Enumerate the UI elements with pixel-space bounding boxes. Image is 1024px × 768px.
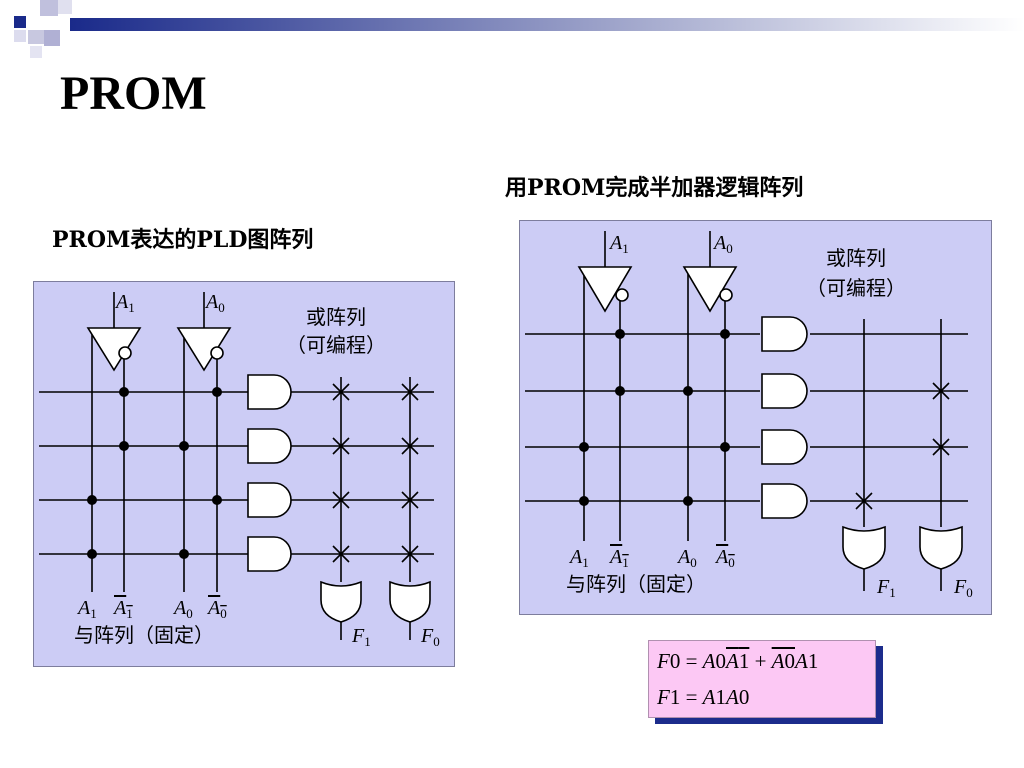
left-output-f1: F1 [351, 625, 371, 649]
half-adder-formulas: F0 = A0A1 + A0A1 F1 = A1A0 [648, 640, 876, 718]
right-output-f1: F1 [876, 576, 896, 600]
right-input-label-a1: A1 [608, 232, 629, 256]
left-literal-a0: A0 [172, 597, 193, 621]
right-and-array-label: 与阵列（固定） [566, 572, 706, 596]
right-literal-a0: A0 [676, 546, 697, 570]
right-literal-a1: A1 [568, 546, 589, 570]
right-array-drawing: A1 A0 A1 A1 A0 A0 F1 F0 或阵列 （可编程） 与阵列（固定… [525, 231, 973, 600]
formula-f1: F1 = A1A0 [657, 685, 750, 709]
right-half-adder-diagram: A1 A0 A1 A1 A0 A0 F1 F0 或阵列 （可编程） 与阵列（固定… [519, 220, 992, 615]
left-literal-not-a0: A0 [206, 597, 227, 621]
right-diagram-heading: 用PROM完成半加器逻辑阵列 [505, 175, 804, 201]
left-and-array-label: 与阵列（固定） [74, 623, 214, 647]
right-input-label-a0: A0 [712, 232, 733, 256]
left-or-array-note: （可编程） [286, 333, 386, 357]
page-title: PROM [60, 67, 207, 120]
left-array-drawing: A1 A0 A1 A1 A0 A0 F1 F0 或阵列 （可编程） 与阵列（固定… [39, 291, 440, 649]
right-literal-not-a1: A1 [608, 546, 629, 570]
left-input-label-a0: A0 [204, 291, 225, 315]
left-pld-diagram: A1 A0 A1 A1 A0 A0 F1 F0 或阵列 （可编程） 与阵列（固定… [33, 281, 455, 667]
formula-f0: F0 = A0A1 + A0A1 [657, 649, 819, 673]
right-output-f0: F0 [953, 576, 973, 600]
left-literal-a1: A1 [76, 597, 97, 621]
left-input-label-a1: A1 [114, 291, 135, 315]
left-output-f0: F0 [420, 625, 440, 649]
right-or-array-label: 或阵列 [826, 246, 886, 270]
left-diagram-heading: PROM表达的PLD图阵列 [52, 227, 314, 253]
left-or-array-label: 或阵列 [306, 305, 366, 329]
left-literal-not-a1: A1 [112, 597, 133, 621]
header-decoration [14, 0, 1024, 58]
right-literal-not-a0: A0 [714, 546, 735, 570]
right-or-array-note: （可编程） [806, 276, 906, 300]
